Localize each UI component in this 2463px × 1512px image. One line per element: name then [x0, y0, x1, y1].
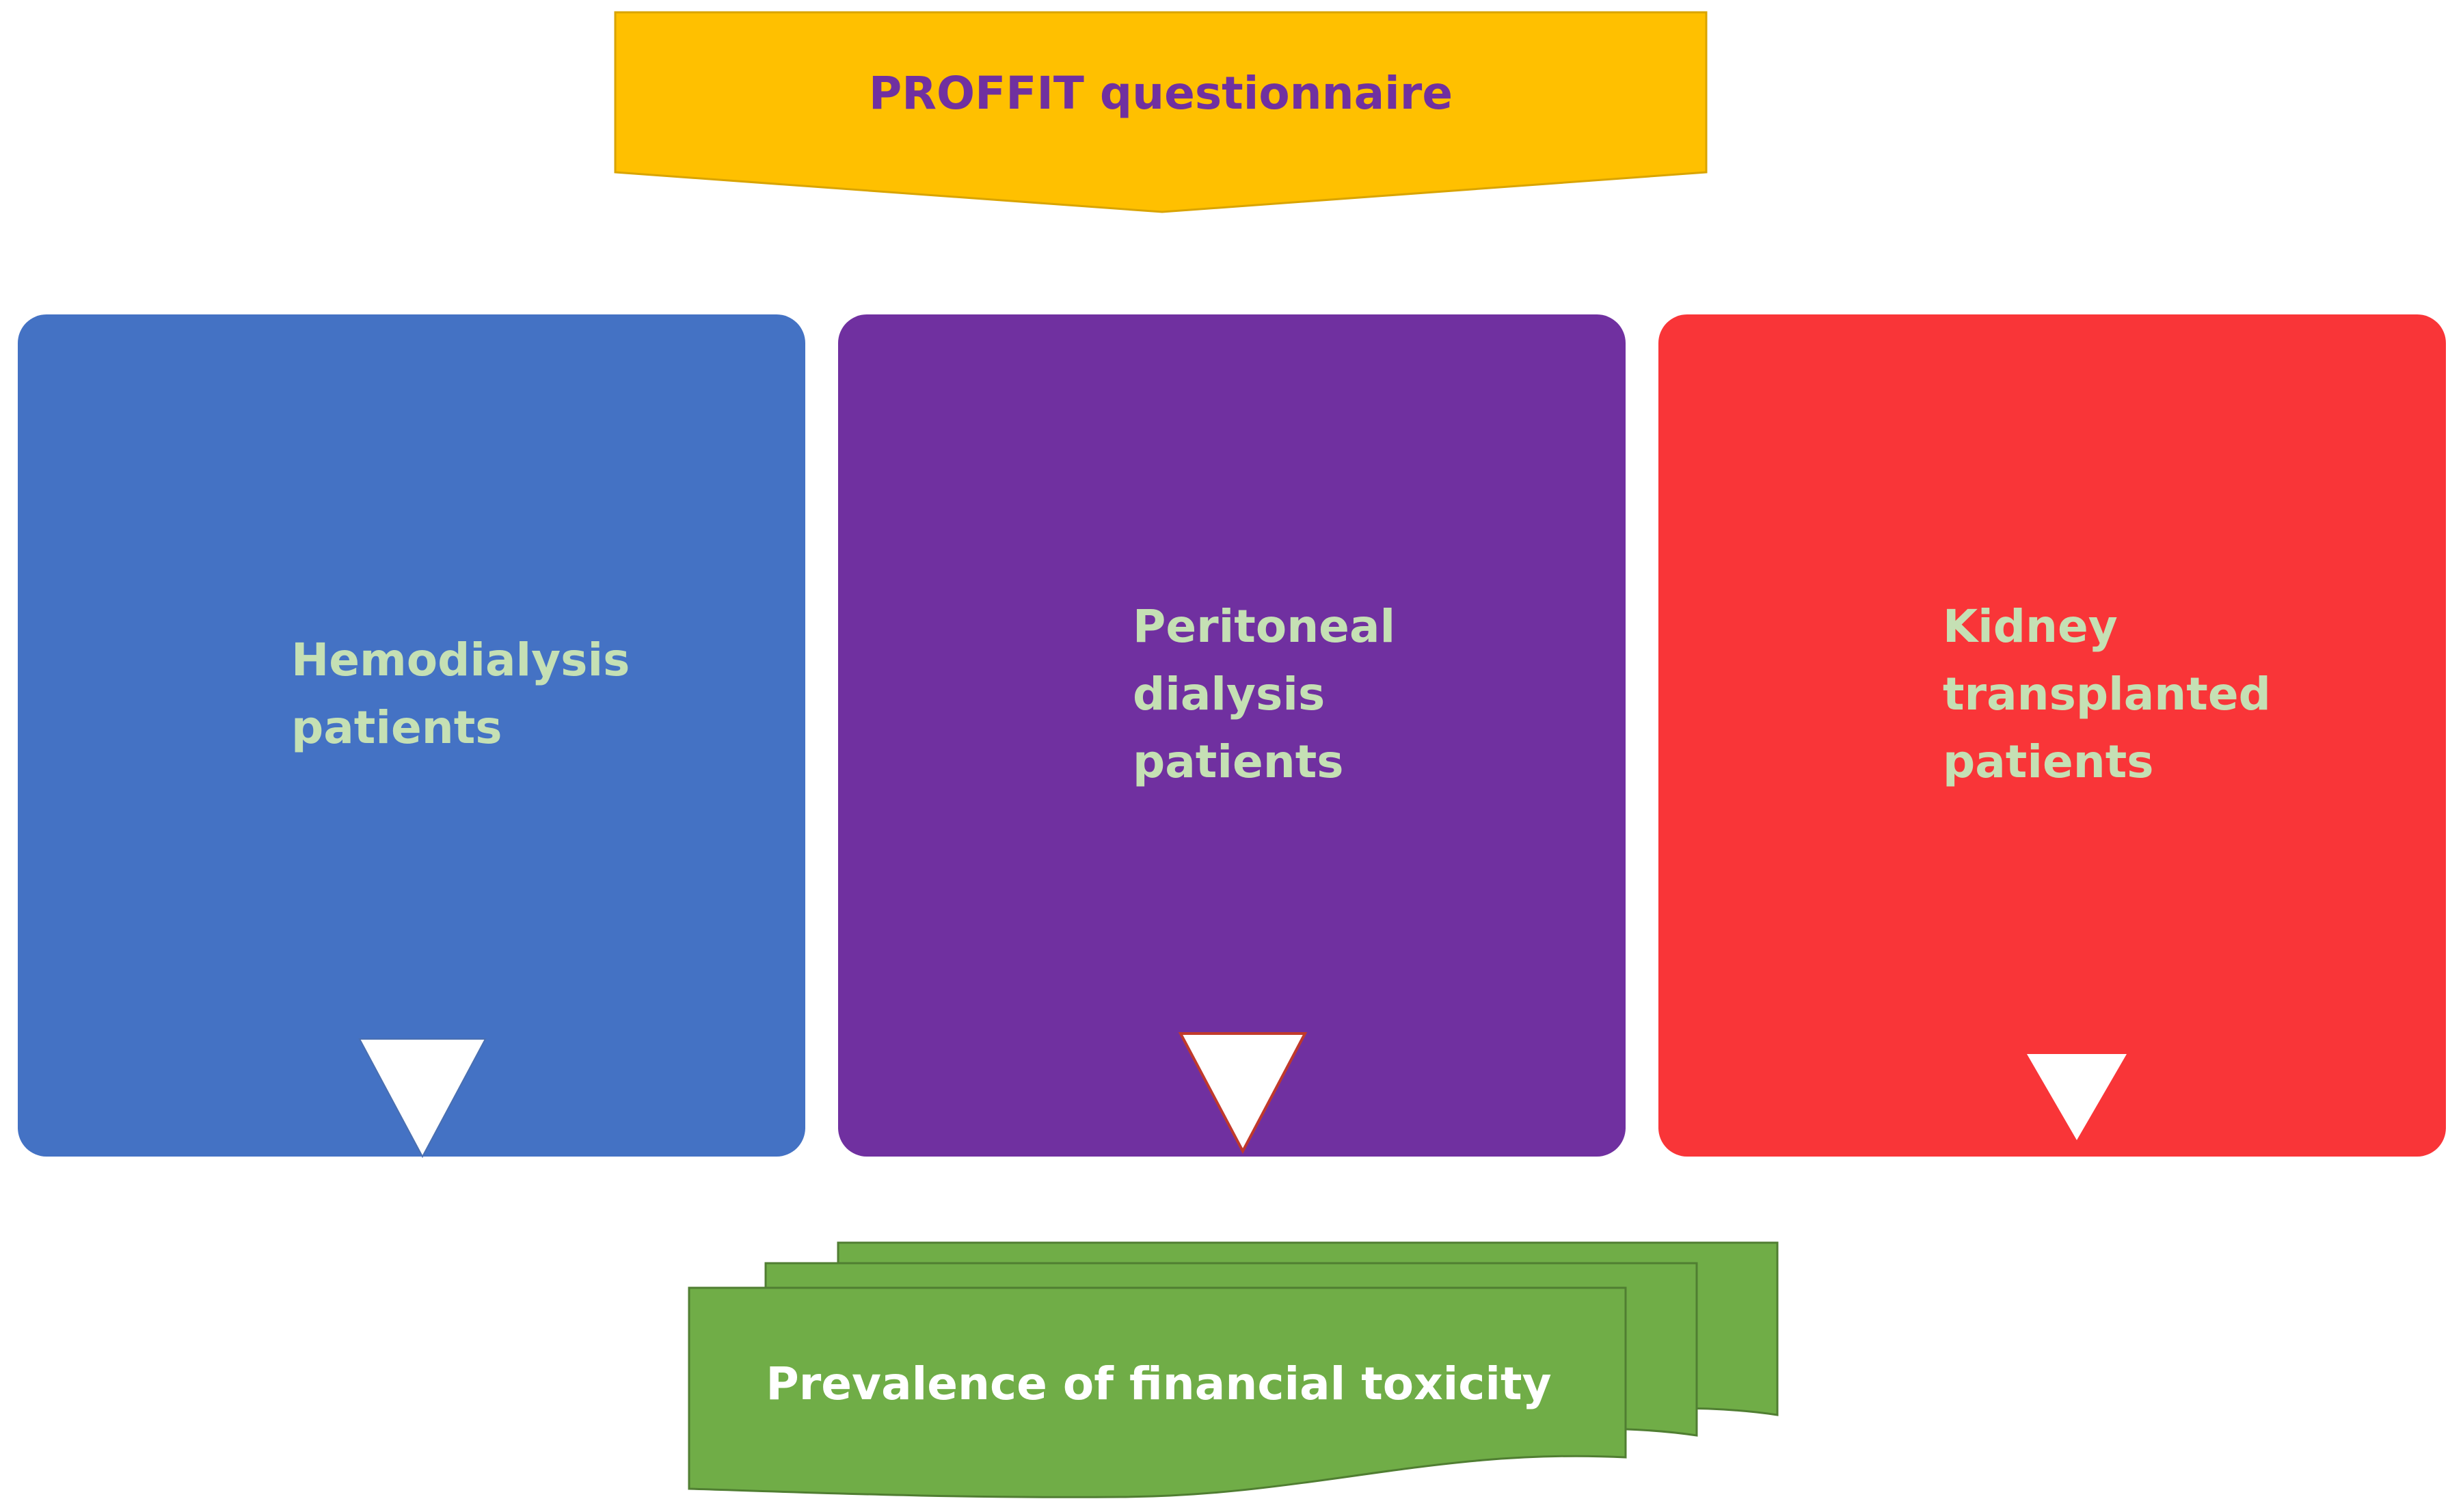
peritoneal-label: Peritoneal dialysis patients — [1133, 600, 1396, 788]
kidney-box — [1658, 314, 2446, 1157]
peritoneal-down-arrow-icon — [1178, 1032, 1308, 1155]
header-title: PROFFIT questionnaire — [868, 67, 1453, 120]
header-banner-shape — [614, 11, 1708, 213]
output-title: Prevalence of financial toxicity — [766, 1358, 1552, 1410]
hemodialysis-down-arrow-icon — [358, 1038, 487, 1159]
hemodialysis-box — [18, 314, 805, 1157]
hemodialysis-label: Hemodialysis patients — [291, 634, 630, 754]
kidney-down-arrow-icon — [2027, 1054, 2127, 1140]
output-document-front — [688, 1286, 1627, 1498]
kidney-label: Kidney transplanted patients — [1943, 600, 2271, 788]
peritoneal-box — [838, 314, 1626, 1157]
